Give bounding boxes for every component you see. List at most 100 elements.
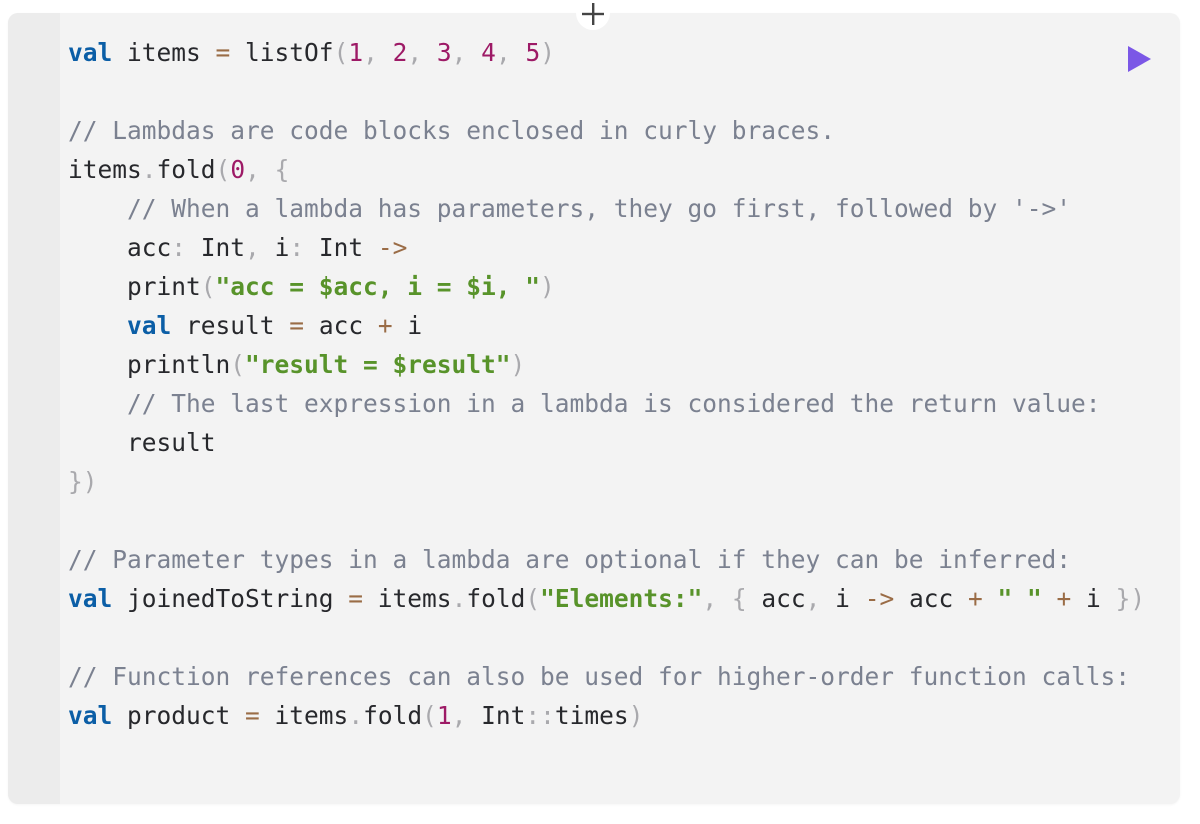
code-operator: = [348, 584, 364, 613]
code-string: "Elements:" [540, 584, 703, 613]
code-identifier: joinedToString [112, 584, 349, 613]
code-identifier [68, 389, 127, 418]
code-punctuation: , { [702, 584, 762, 613]
code-keyword: val [127, 311, 172, 340]
code-identifier: println [68, 350, 231, 379]
code-operator: = [245, 701, 260, 730]
code-identifier: items [68, 155, 142, 184]
code-operator: = [289, 311, 305, 340]
code-identifier: fold [156, 155, 216, 184]
code-operator: + [1056, 584, 1072, 613]
run-button[interactable] [1124, 43, 1154, 75]
code-operator: -> [864, 584, 895, 613]
code-operator: + [377, 311, 393, 340]
code-line: }) [68, 462, 1145, 501]
code-number: 3 [436, 38, 452, 67]
code-identifier: result [68, 428, 216, 457]
code-punctuation: , [363, 38, 393, 67]
code-punctuation: , [805, 584, 836, 613]
code-identifier: product [112, 701, 246, 730]
code-comment: // The last expression in a lambda is co… [127, 389, 1101, 418]
code-line: // Parameter types in a lambda are optio… [68, 540, 1145, 579]
code-line [68, 72, 1145, 111]
code-keyword: val [68, 38, 113, 67]
code-line: print("acc = $acc, i = $i, ") [68, 267, 1145, 306]
code-punctuation: }) [1115, 584, 1146, 613]
add-block-button[interactable] [576, 0, 610, 30]
code-line: // When a lambda has parameters, they go… [68, 189, 1145, 228]
code-area[interactable]: val items = listOf(1, 2, 3, 4, 5) // Lam… [68, 33, 1145, 735]
code-number: 5 [525, 38, 541, 67]
code-identifier: items [259, 701, 349, 730]
code-punctuation: : [171, 233, 187, 262]
code-punctuation: . [141, 155, 157, 184]
code-punctuation: , [245, 233, 260, 262]
code-comment: // When a lambda has parameters, they go… [127, 194, 1072, 223]
code-line: acc: Int, i: Int -> [68, 228, 1145, 267]
code-punctuation: , { [245, 155, 290, 184]
editor-gutter [8, 13, 60, 804]
code-punctuation: ( [230, 350, 246, 379]
code-line: // Function references can also be used … [68, 657, 1145, 696]
code-identifier [983, 584, 998, 613]
code-operator: = [215, 38, 231, 67]
code-identifier: items [363, 584, 452, 613]
code-punctuation: ( [333, 38, 349, 67]
code-line: val result = acc + i [68, 306, 1145, 345]
code-identifier: acc [68, 233, 172, 262]
code-identifier: fold [466, 584, 526, 613]
code-punctuation: ) [510, 350, 526, 379]
code-identifier: Int [481, 701, 526, 730]
code-punctuation: :: [525, 701, 555, 730]
code-operator: + [967, 584, 983, 613]
code-line: // Lambdas are code blocks enclosed in c… [68, 111, 1145, 150]
code-punctuation: , [407, 38, 437, 67]
code-operator: -> [377, 233, 408, 262]
code-editor[interactable]: val items = listOf(1, 2, 3, 4, 5) // Lam… [8, 13, 1180, 804]
plus-icon [582, 3, 604, 25]
code-identifier: i [259, 233, 290, 262]
code-punctuation: }) [68, 467, 98, 496]
code-keyword: val [68, 584, 113, 613]
code-identifier [68, 194, 127, 223]
code-identifier: fold [363, 701, 423, 730]
code-line [68, 618, 1145, 657]
code-identifier: i [1071, 584, 1116, 613]
code-number: 1 [436, 701, 452, 730]
code-string: " " [997, 584, 1042, 613]
code-line: val joinedToString = items.fold("Element… [68, 579, 1145, 618]
code-comment: // Lambdas are code blocks enclosed in c… [68, 116, 836, 145]
code-identifier [68, 311, 127, 340]
code-line: val items = listOf(1, 2, 3, 4, 5) [68, 33, 1145, 72]
code-number: 0 [230, 155, 246, 184]
code-identifier: result [171, 311, 290, 340]
code-string: "acc = $acc, i = $i, " [215, 272, 541, 301]
play-icon [1128, 46, 1151, 72]
code-number: 4 [481, 38, 496, 67]
code-identifier: listOf [230, 38, 334, 67]
code-punctuation: , [451, 38, 482, 67]
code-identifier: i [392, 311, 423, 340]
code-identifier: acc [894, 584, 968, 613]
code-identifier [1042, 584, 1057, 613]
code-punctuation: ( [525, 584, 541, 613]
code-identifier: i [835, 584, 865, 613]
code-punctuation: , [451, 701, 482, 730]
code-line [68, 501, 1145, 540]
code-keyword: val [68, 701, 113, 730]
code-punctuation: : [289, 233, 305, 262]
code-line: val product = items.fold(1, Int::times) [68, 696, 1145, 735]
code-number: 1 [348, 38, 364, 67]
code-line: println("result = $result") [68, 345, 1145, 384]
code-line: // The last expression in a lambda is co… [68, 384, 1145, 423]
code-punctuation: . [348, 701, 364, 730]
code-comment: // Function references can also be used … [68, 662, 1131, 691]
code-punctuation: ( [215, 155, 231, 184]
code-punctuation: ) [540, 272, 555, 301]
code-line: result [68, 423, 1145, 462]
code-punctuation: . [451, 584, 467, 613]
code-punctuation: , [495, 38, 526, 67]
code-identifier: acc [304, 311, 378, 340]
code-identifier: Int [186, 233, 246, 262]
code-number: 2 [392, 38, 408, 67]
